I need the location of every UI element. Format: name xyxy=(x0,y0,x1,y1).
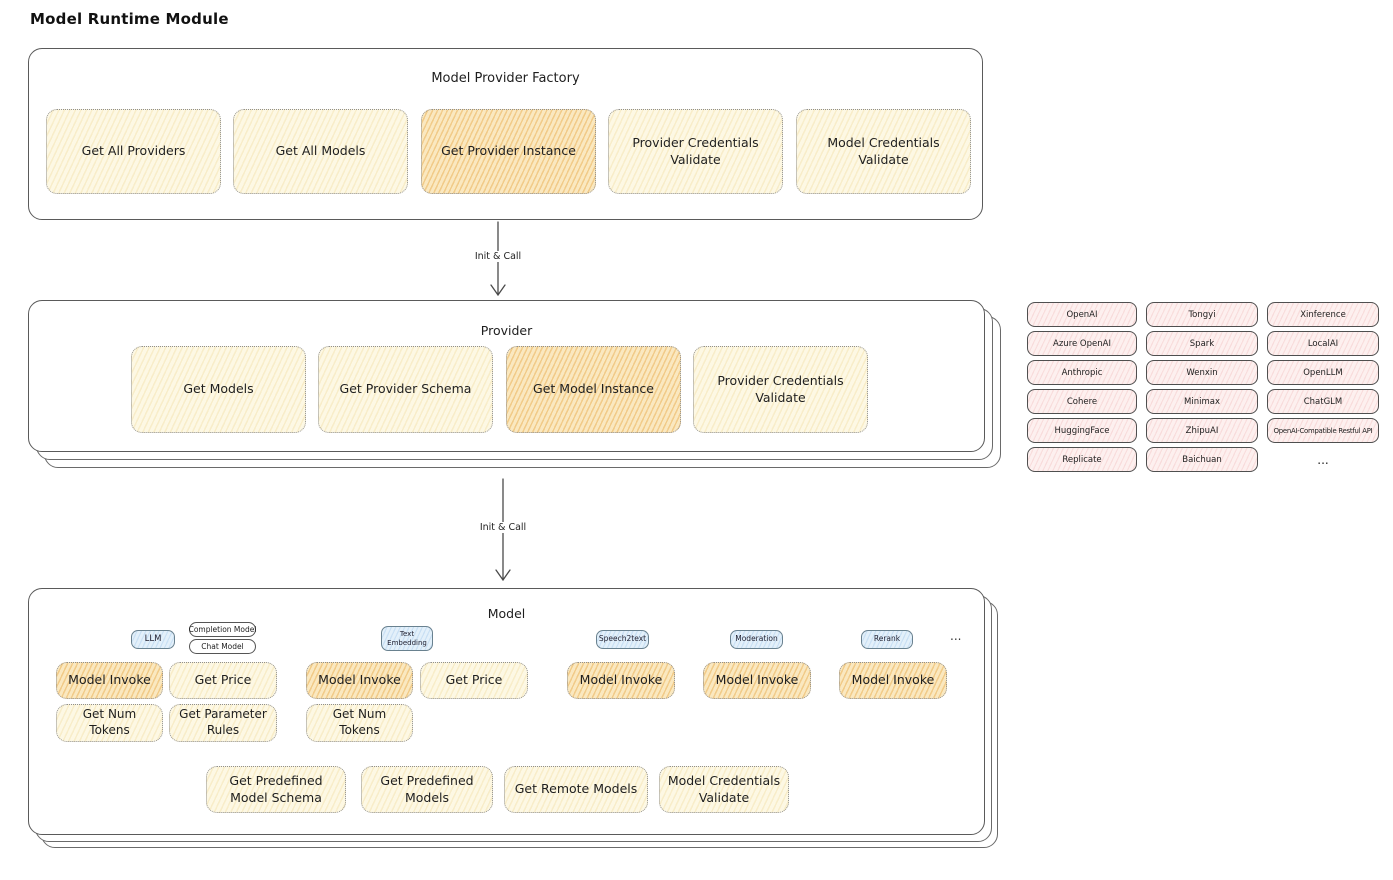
init-call-label-top: Init & Call xyxy=(470,251,526,262)
tag-llm: LLM xyxy=(131,630,175,649)
vendor-openai: OpenAI xyxy=(1027,302,1137,327)
vendor-anthropic: Anthropic xyxy=(1027,360,1137,385)
vendor-xinference: Xinference xyxy=(1267,302,1379,327)
vendor-cohere: Cohere xyxy=(1027,389,1137,414)
tag-moderation: Moderation xyxy=(730,630,783,649)
method-model-invoke-embedding: Model Invoke xyxy=(306,662,413,699)
model-types-more-ellipsis: ... xyxy=(950,629,962,643)
vendor-azure-openai: Azure OpenAI xyxy=(1027,331,1137,356)
method-get-models: Get Models xyxy=(131,346,306,433)
vendor-openai-compatible-restful-api: OpenAI-Compatible Restful API xyxy=(1267,418,1379,443)
vendor-minimax: Minimax xyxy=(1146,389,1258,414)
page-title: Model Runtime Module xyxy=(30,10,229,28)
method-get-num-tokens-embedding: Get Num Tokens xyxy=(306,704,413,742)
method-provider-credentials-validate-2: Provider Credentials Validate xyxy=(693,346,868,433)
init-call-label-bottom: Init & Call xyxy=(475,522,531,533)
method-get-all-providers: Get All Providers xyxy=(46,109,221,194)
vendor-openllm: OpenLLM xyxy=(1267,360,1379,385)
method-get-model-instance: Get Model Instance xyxy=(506,346,681,433)
vendor-replicate: Replicate xyxy=(1027,447,1137,472)
method-model-invoke-moderation: Model Invoke xyxy=(703,662,811,699)
vendor-tongyi: Tongyi xyxy=(1146,302,1258,327)
method-get-provider-schema: Get Provider Schema xyxy=(318,346,493,433)
method-get-num-tokens-llm: Get Num Tokens xyxy=(56,704,163,742)
vendor-baichuan: Baichuan xyxy=(1146,447,1258,472)
method-model-credentials-validate: Model Credentials Validate xyxy=(796,109,971,194)
vendor-huggingface: HuggingFace xyxy=(1027,418,1137,443)
method-get-price-embedding: Get Price xyxy=(420,662,528,699)
tag-text-embedding: Text Embedding xyxy=(381,626,433,651)
tag-completion-model: Completion Model xyxy=(189,622,256,637)
vendor-wenxin: Wenxin xyxy=(1146,360,1258,385)
vendor-spark: Spark xyxy=(1146,331,1258,356)
method-get-parameter-rules: Get Parameter Rules xyxy=(169,704,277,742)
vendor-chatglm: ChatGLM xyxy=(1267,389,1379,414)
model-panel: Model LLM Completion Model Chat Model Te… xyxy=(28,588,985,835)
provider-panel-title: Provider xyxy=(480,323,533,338)
method-get-all-models: Get All Models xyxy=(233,109,408,194)
method-model-invoke-llm: Model Invoke xyxy=(56,662,163,699)
tag-rerank: Rerank xyxy=(861,630,913,649)
method-get-predefined-models: Get Predefined Models xyxy=(361,766,493,813)
vendor-zhipuai: ZhipuAI xyxy=(1146,418,1258,443)
provider-panel: Provider Get Models Get Provider Schema … xyxy=(28,300,985,452)
method-model-credentials-validate-2: Model Credentials Validate xyxy=(659,766,789,813)
method-get-price-llm: Get Price xyxy=(169,662,277,699)
method-get-predefined-model-schema: Get Predefined Model Schema xyxy=(206,766,346,813)
method-model-invoke-speech2text: Model Invoke xyxy=(567,662,675,699)
factory-panel: Model Provider Factory Get All Providers… xyxy=(28,48,983,220)
vendor-localai: LocalAI xyxy=(1267,331,1379,356)
method-model-invoke-rerank: Model Invoke xyxy=(839,662,947,699)
method-provider-credentials-validate: Provider Credentials Validate xyxy=(608,109,783,194)
vendor-more-ellipsis: ... xyxy=(1317,452,1329,467)
vendor-grid: OpenAI Tongyi Xinference Azure OpenAI Sp… xyxy=(1027,302,1379,472)
factory-panel-title: Model Provider Factory xyxy=(431,71,580,86)
method-get-remote-models: Get Remote Models xyxy=(504,766,648,813)
method-get-provider-instance: Get Provider Instance xyxy=(421,109,596,194)
model-panel-title: Model xyxy=(487,606,526,621)
tag-speech2text: Speech2text xyxy=(596,630,649,649)
tag-chat-model: Chat Model xyxy=(189,639,256,654)
